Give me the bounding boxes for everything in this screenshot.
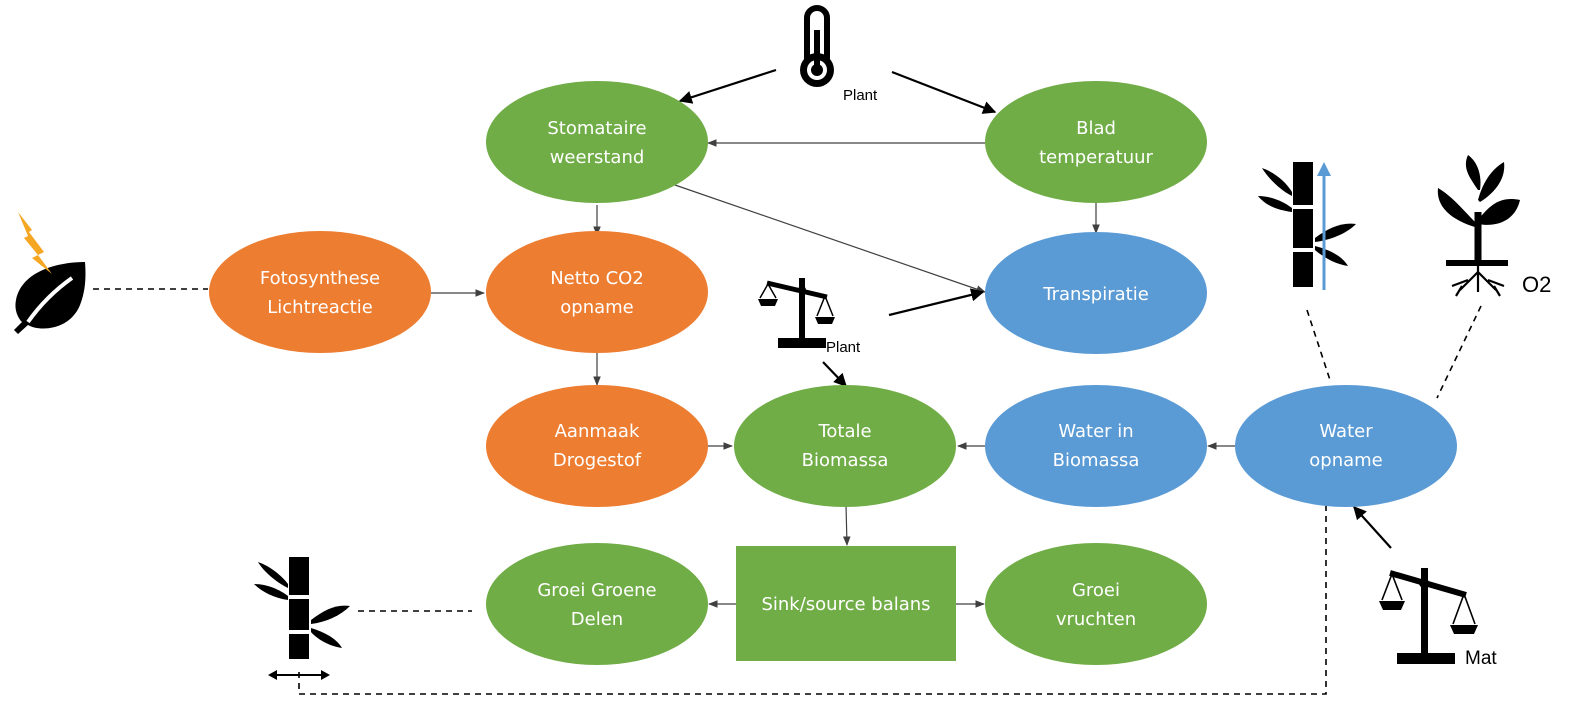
node-netto-co2-opname: Netto CO2 opname [486, 231, 708, 353]
node-water-in-biomassa: Water in Biomassa [985, 385, 1207, 507]
edge-thermometer-to-blad [891, 70, 997, 114]
node-shape [486, 385, 708, 507]
scale-plant-label: Plant [826, 339, 861, 356]
node-label-line2: Delen [571, 609, 623, 630]
node-shape [985, 543, 1207, 665]
node-shape [486, 81, 708, 203]
edge-scaleplant-to-totale [822, 361, 847, 387]
node-sink-source-balans: Sink/source balans [736, 546, 956, 661]
node-transpiratie: Transpiratie [985, 232, 1207, 354]
node-label-line2: weerstand [550, 147, 645, 168]
node-shape [486, 231, 708, 353]
node-label: Transpiratie [1042, 284, 1149, 305]
node-groei-groene-delen: Groei Groene Delen [486, 543, 708, 665]
node-label-line1: Totale [817, 421, 871, 442]
node-label-line1: Stomataire [547, 118, 646, 139]
scale-mat-label: Mat [1465, 648, 1497, 669]
node-label-line2: Biomassa [1053, 450, 1140, 471]
node-label-line1: Groei [1072, 580, 1120, 601]
node-stomataire-weerstand: Stomataire weerstand [486, 81, 708, 203]
node-shape [486, 543, 708, 665]
stem-growth-icon [1258, 162, 1356, 290]
leaf-lightning-icon [14, 212, 86, 334]
edge-scalemat-to-wateropname [1353, 506, 1392, 549]
node-label-line2: opname [560, 297, 634, 318]
node-shape [734, 385, 956, 507]
node-fotosynthese-lichtreactie: Fotosynthese Lichtreactie [209, 231, 431, 353]
scale-icon-mat [1379, 568, 1478, 664]
dashed-roots-to-wateropname [1436, 305, 1482, 399]
node-label-line2: vruchten [1056, 609, 1136, 630]
node-shape [209, 231, 431, 353]
edge-stomataire-to-transpiratie [674, 184, 986, 293]
node-label: Sink/source balans [761, 594, 930, 615]
edges [93, 68, 1482, 695]
nodes: Stomataire weerstand Blad temperatuur Fo… [209, 81, 1457, 665]
stem-width-icon [254, 557, 350, 680]
node-label-line1: Water in [1058, 421, 1133, 442]
node-shape [985, 232, 1207, 354]
node-label-line1: Groei Groene [537, 580, 656, 601]
node-label-line2: opname [1309, 450, 1383, 471]
node-shape [985, 81, 1207, 203]
thermometer-label: Plant [843, 87, 878, 104]
node-label-line2: temperatuur [1039, 147, 1153, 168]
dashed-stemgrowth-to-wateropname [1306, 309, 1331, 381]
node-shape [736, 546, 956, 661]
plant-roots-icon [1437, 155, 1520, 297]
node-label-line1: Aanmaak [555, 421, 640, 442]
node-groei-vruchten: Groei vruchten [985, 543, 1207, 665]
node-label-line2: Biomassa [802, 450, 889, 471]
node-shape [1235, 385, 1457, 507]
node-shape [985, 385, 1207, 507]
scale-icon-plant [758, 278, 835, 348]
node-blad-temperatuur: Blad temperatuur [985, 81, 1207, 203]
edge-totale-to-sink [842, 504, 851, 546]
node-label-line1: Fotosynthese [260, 268, 380, 289]
o2-label: O2 [1522, 272, 1551, 297]
node-label-line2: Lichtreactie [267, 297, 373, 318]
node-label-line1: Water [1319, 421, 1373, 442]
node-label-line1: Netto CO2 [550, 268, 644, 289]
edge-scale-to-transpiratie [888, 288, 985, 317]
edge-thermometer-to-stomataire [678, 68, 777, 104]
node-aanmaak-drogestof: Aanmaak Drogestof [486, 385, 708, 507]
node-label-line1: Blad [1076, 118, 1116, 139]
node-totale-biomassa: Totale Biomassa [734, 385, 956, 507]
node-water-opname: Water opname [1235, 385, 1457, 507]
thermometer-icon [800, 5, 834, 87]
node-label-line2: Drogestof [553, 450, 642, 471]
